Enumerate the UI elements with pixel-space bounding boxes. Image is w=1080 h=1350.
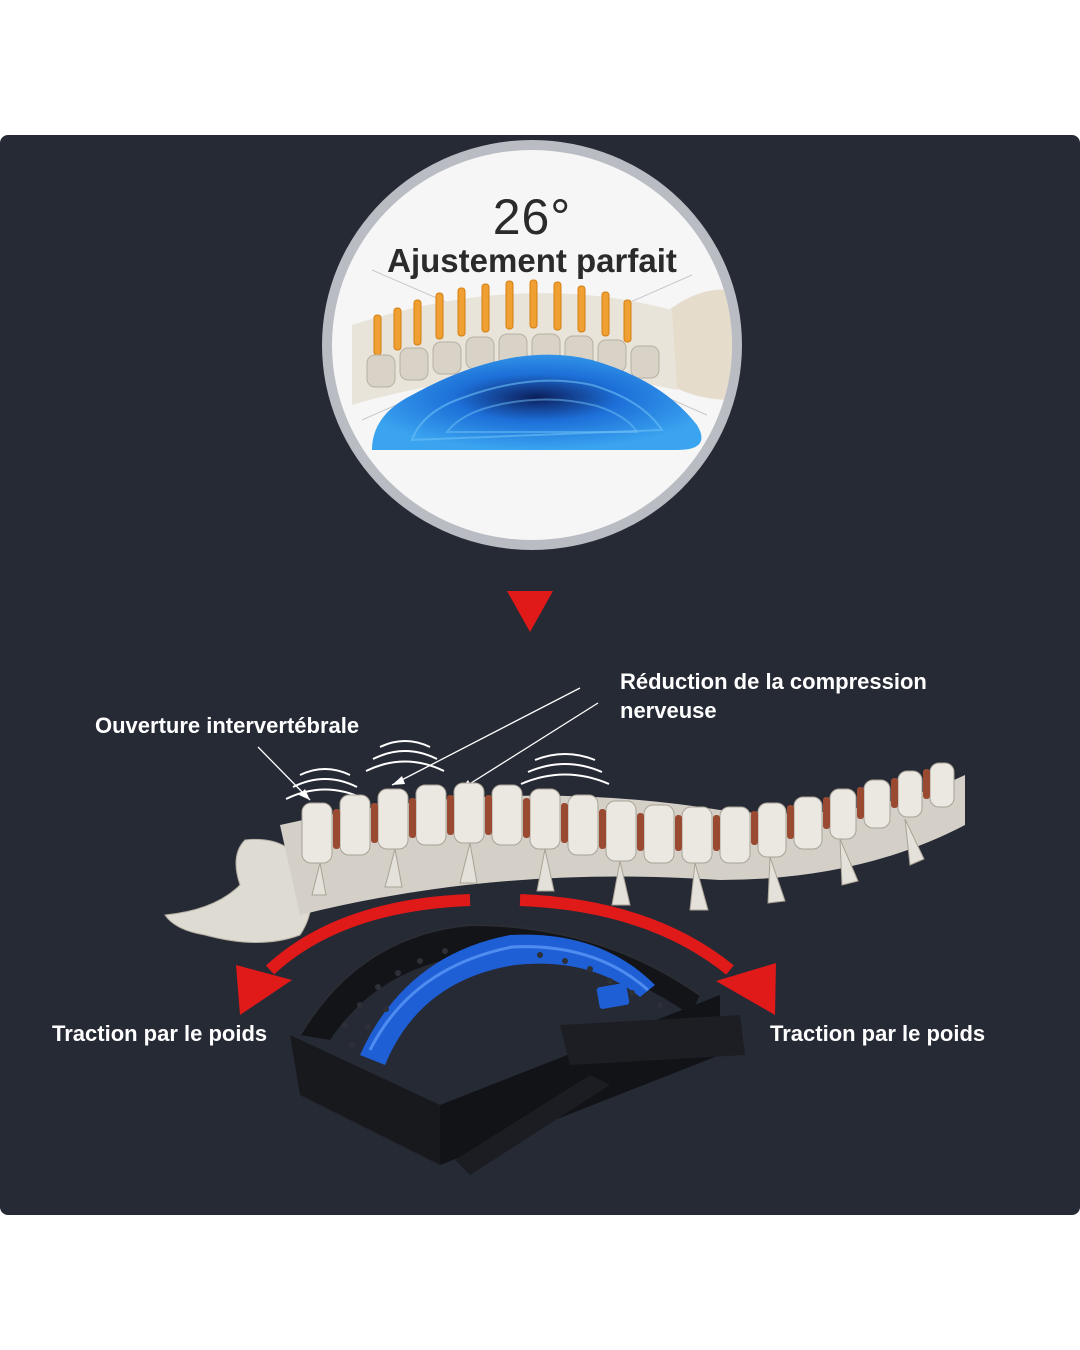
arrow-left-icon xyxy=(236,965,292,1015)
vibration-waves-icon xyxy=(285,740,610,800)
spine-illustration xyxy=(164,762,965,943)
fit-inset-inner: 26° Ajustement parfait xyxy=(332,150,732,540)
pointer-lines xyxy=(257,687,599,801)
angle-value: 26° xyxy=(492,189,572,245)
product-panel: 26° Ajustement parfait xyxy=(0,135,1080,1215)
back-stretcher-device xyxy=(290,923,745,1175)
compression-label: Réduction de la compression nerveuse xyxy=(620,669,927,723)
traction-left-label: Traction par le poids xyxy=(52,1021,268,1046)
traction-arrows xyxy=(236,894,776,1015)
fit-title: Ajustement parfait xyxy=(387,242,677,279)
arrow-right-icon xyxy=(716,963,776,1015)
traction-right-label: Traction par le poids xyxy=(770,1021,986,1046)
down-triangle-icon xyxy=(507,591,553,632)
main-illustration xyxy=(164,591,965,1175)
opening-label: Ouverture intervertébrale xyxy=(95,713,360,738)
fit-inset: 26° Ajustement parfait xyxy=(322,140,742,550)
inset-illustration xyxy=(352,269,732,450)
